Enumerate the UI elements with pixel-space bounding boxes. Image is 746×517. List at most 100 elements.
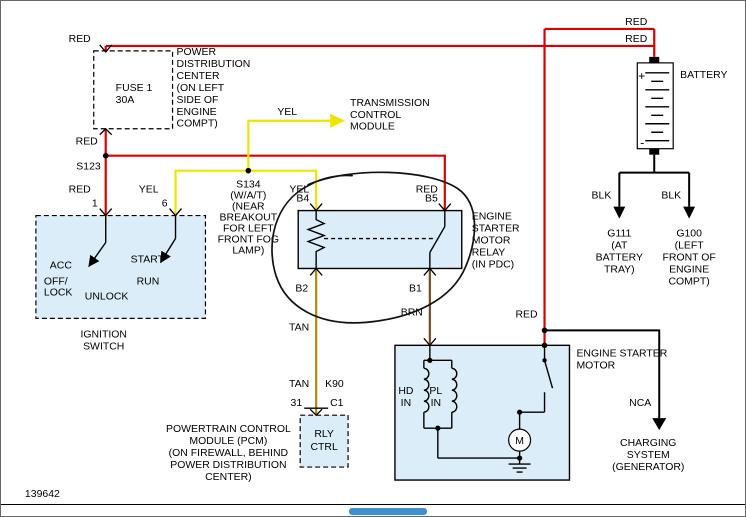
pull-in-label: IN <box>431 398 441 409</box>
relay-pin-b2-label: B2 <box>295 283 308 294</box>
battery-plus-sign: + <box>638 69 645 83</box>
svg-text:MODULE (PCM): MODULE (PCM) <box>189 436 267 447</box>
svg-text:(AT: (AT <box>611 241 628 252</box>
splice-s134-dot <box>245 167 252 174</box>
svg-text:DISTRIBUTION: DISTRIBUTION <box>177 59 251 70</box>
pcm-pin-31-label: 31 <box>291 398 303 409</box>
ground-arrow-g100-icon <box>683 206 696 219</box>
fuse-name: FUSE 1 <box>116 83 153 94</box>
svg-text:RLY: RLY <box>314 429 334 440</box>
connector-chevron-icon <box>99 44 113 53</box>
svg-text:(W/A/T): (W/A/T) <box>230 191 266 202</box>
ignition-switch-blade <box>159 238 177 264</box>
svg-text:POWERTRAIN CONTROL: POWERTRAIN CONTROL <box>166 424 291 435</box>
scrollbar-thumb[interactable] <box>349 508 427 515</box>
ignition-pin-6-label: 6 <box>162 199 168 210</box>
svg-text:(IN PDC): (IN PDC) <box>472 259 514 270</box>
svg-text:IGNITION: IGNITION <box>80 329 127 340</box>
pcm-box: RLY CTRL <box>299 407 349 468</box>
svg-text:ENGINE: ENGINE <box>177 107 217 118</box>
position-start: START <box>131 254 165 265</box>
svg-text:ENGINE: ENGINE <box>472 212 512 223</box>
svg-text:POWER: POWER <box>177 47 217 58</box>
starter-switch-blade <box>543 360 554 389</box>
svg-text:SWITCH: SWITCH <box>83 341 124 352</box>
svg-text:STARTER: STARTER <box>472 224 520 235</box>
pcm-note: POWERTRAIN CONTROL MODULE (PCM) (ON FIRE… <box>166 424 291 483</box>
battery-negative-terminal <box>649 148 660 155</box>
svg-text:COMPT): COMPT) <box>669 276 710 287</box>
svg-text:G100: G100 <box>676 229 702 240</box>
svg-text:(ON LEFT: (ON LEFT <box>177 83 225 94</box>
wire-label-red: RED <box>515 309 538 320</box>
relay-pin-b1-label: B1 <box>409 283 422 294</box>
power-distribution-center-box: FUSE 1 30A <box>93 44 174 136</box>
position-run: RUN <box>137 276 160 287</box>
relay-pin-b5-label: B5 <box>425 194 438 205</box>
svg-text:LAMP): LAMP) <box>232 245 264 256</box>
svg-text:CENTER): CENTER) <box>205 472 252 483</box>
nca-junction-dot <box>541 327 548 334</box>
starter-feed-junction-dot <box>541 342 548 349</box>
ground-g111-label: G111 (AT BATTERY TRAY) <box>596 229 643 276</box>
engine-starter-motor-box: M HD IN PL IN <box>394 337 571 481</box>
svg-text:POWER DISTRIBUTION: POWER DISTRIBUTION <box>170 460 286 471</box>
svg-text:COMPT): COMPT) <box>177 119 218 130</box>
wire-label-red: RED <box>416 185 439 196</box>
battery-label: BATTERY <box>680 70 727 81</box>
svg-text:BREAKOUT: BREAKOUT <box>220 213 278 224</box>
svg-text:BATTERY: BATTERY <box>596 252 643 263</box>
battery-symbol: + - <box>636 56 674 155</box>
svg-text:FRONT OF: FRONT OF <box>663 252 716 263</box>
svg-text:RELAY: RELAY <box>472 247 506 258</box>
position-off: OFF/ <box>44 276 68 287</box>
horizontal-scrollbar <box>1 504 745 516</box>
pull-in-label: PL <box>429 386 442 397</box>
svg-text:CTRL: CTRL <box>310 442 338 453</box>
hold-in-label: IN <box>401 398 411 409</box>
ignition-switch-blade <box>88 242 107 268</box>
nca-wire-to-charging-system <box>546 329 667 431</box>
svg-text:(GENERATOR): (GENERATOR) <box>612 462 684 473</box>
hand-drawn-circle-annotation <box>271 171 476 324</box>
hold-in-label: HD <box>398 386 414 397</box>
svg-text:TRANSMISSION: TRANSMISSION <box>350 98 430 109</box>
wire-label-blk: BLK <box>661 191 681 202</box>
relay-pin-b4-label: B4 <box>296 194 309 205</box>
wire-label-red: RED <box>625 17 648 28</box>
svg-text:FOR LEFT: FOR LEFT <box>223 224 274 235</box>
position-lock: LOCK <box>44 287 73 298</box>
hold-in-coil <box>423 367 430 413</box>
svg-text:TRAY): TRAY) <box>604 264 635 275</box>
fuse-rating: 30A <box>116 95 135 106</box>
svg-text:S134: S134 <box>236 180 261 191</box>
svg-text:(ON FIREWALL, BEHIND: (ON FIREWALL, BEHIND <box>169 448 289 459</box>
svg-text:SIDE OF: SIDE OF <box>177 95 219 106</box>
wire-label-yel: YEL <box>139 185 159 196</box>
wire-label-tan: TAN <box>289 379 309 390</box>
pdc-note: POWER DISTRIBUTION CENTER (ON LEFT SIDE … <box>177 47 251 130</box>
starter-relay-title: ENGINE STARTER MOTOR RELAY (IN PDC) <box>472 212 520 271</box>
svg-text:CENTER: CENTER <box>177 71 220 82</box>
circuit-label-k90: K90 <box>325 379 344 390</box>
ground-symbol-icon <box>508 463 531 473</box>
pull-in-coil <box>451 367 458 413</box>
red-wire-s123-to-relay <box>105 154 446 211</box>
wire-label-red: RED <box>76 137 99 148</box>
svg-text:SYSTEM: SYSTEM <box>627 450 670 461</box>
wire-label-nca: NCA <box>629 398 651 409</box>
svg-text:MOTOR: MOTOR <box>576 360 615 371</box>
wire-label-yel: YEL <box>277 107 297 118</box>
battery-positive-terminal <box>649 56 660 63</box>
ground-g100-label: G100 (LEFT FRONT OF ENGINE COMPT) <box>663 229 716 288</box>
wiring-diagram-canvas: FUSE 1 30A POWER DISTRIBUTION CENTER (ON… <box>25 17 728 500</box>
svg-text:ENGINE STARTER: ENGINE STARTER <box>576 348 667 359</box>
yellow-wire-to-tcm <box>247 119 331 171</box>
svg-text:MODULE: MODULE <box>350 122 395 133</box>
svg-text:ENGINE: ENGINE <box>669 264 709 275</box>
splice-s134-label: S134 (W/A/T) (NEAR BREAKOUT FOR LEFT FRO… <box>218 180 279 257</box>
tcm-arrow-icon <box>330 113 346 128</box>
charging-arrow-icon <box>652 418 667 431</box>
svg-text:(NEAR: (NEAR <box>232 202 265 213</box>
